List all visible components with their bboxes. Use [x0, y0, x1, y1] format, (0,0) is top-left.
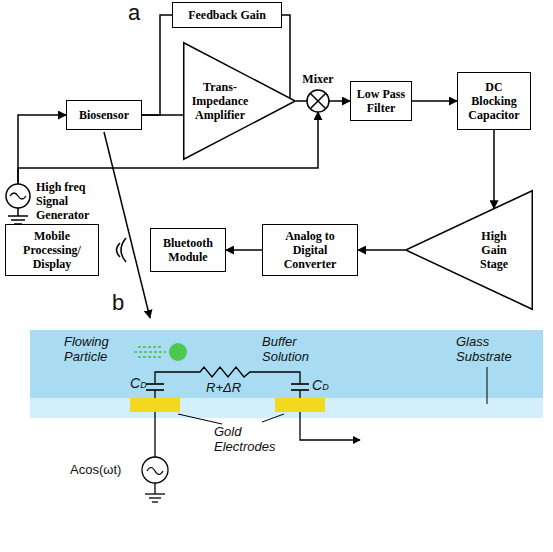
ground-symbol — [11, 219, 25, 221]
ground-symbol — [149, 497, 161, 498]
process-box: Bluetooth Module — [150, 228, 226, 272]
node-text: Biosensor — [71, 108, 137, 122]
particle — [169, 343, 187, 361]
part-label: Glass Substrate — [456, 334, 520, 364]
process-box: Low Pass Filter — [350, 81, 412, 121]
component-label: CD — [312, 378, 329, 395]
leader-line — [104, 132, 150, 318]
node-text: High Gain Stage — [471, 229, 517, 271]
part-label: Buffer Solution — [262, 334, 322, 364]
connector — [226, 249, 262, 251]
gold-electrode — [130, 398, 180, 412]
connector — [18, 115, 66, 184]
part-label: Gold Electrodes — [214, 424, 286, 454]
node-text: Trans-Impedance Amplifier — [187, 80, 253, 122]
mixer-cross — [310, 93, 326, 109]
connector — [142, 15, 172, 115]
amplifier-triangle: High Gain Stage — [405, 190, 533, 310]
node-text: Low Pass Filter — [356, 87, 406, 115]
node-text: Mixer — [300, 72, 336, 86]
ac-source — [142, 457, 168, 483]
connector — [412, 100, 457, 102]
wireless-symbol — [121, 238, 126, 262]
connector — [329, 100, 350, 102]
process-box: Analog to Digital Converter — [262, 224, 358, 276]
connector — [296, 100, 307, 102]
ground-symbol — [145, 493, 165, 494]
sine-symbol — [10, 193, 26, 199]
connector — [282, 15, 290, 98]
motion-line — [138, 346, 163, 348]
process-box: Mobile Processing/ Display — [5, 224, 99, 276]
capacitor-symbol — [291, 383, 309, 385]
connector — [358, 249, 405, 251]
process-box: DC Blocking Capacitor — [457, 72, 531, 130]
motion-line — [138, 356, 163, 358]
leader-line — [487, 367, 488, 404]
wire — [154, 390, 155, 398]
component-label: CD — [130, 376, 147, 393]
triangle-outline — [184, 43, 296, 160]
amplifier-triangle: Trans-Impedance Amplifier — [183, 42, 296, 160]
node-text: DC Blocking Capacitor — [465, 80, 523, 122]
ac-source — [147, 468, 163, 475]
connector — [493, 130, 495, 208]
buffer-layer — [30, 330, 543, 398]
mixer-cross — [310, 93, 326, 109]
sensor-box: Biosensor — [66, 100, 142, 130]
wireless-symbol — [117, 243, 121, 257]
ground-symbol — [17, 208, 19, 216]
triangle-outline — [406, 191, 533, 310]
amplifier-triangle-outline — [405, 190, 533, 310]
panel-label: b — [112, 290, 124, 316]
wire — [154, 483, 155, 494]
motion-line — [134, 351, 166, 353]
process-box: Feedback Gain — [172, 2, 282, 28]
glass-substrate — [30, 398, 543, 418]
wire — [299, 390, 300, 398]
node-text: Feedback Gain — [178, 8, 276, 22]
part-label: Flowing Particle — [64, 334, 126, 364]
node-text: High freq Signal Generator — [36, 180, 102, 222]
signal-source: High freq Signal Generator — [2, 180, 102, 230]
ground-symbol — [8, 215, 28, 217]
node-text: Mobile Processing/ Display — [12, 229, 92, 271]
node-text: Bluetooth Module — [156, 236, 220, 264]
source-circle — [6, 184, 30, 208]
connector — [18, 112, 318, 184]
leader-line — [262, 414, 284, 422]
capacitor-symbol — [146, 383, 164, 385]
leader-line — [178, 414, 222, 424]
component-label: R+ΔR — [206, 380, 241, 395]
ground-symbol — [152, 501, 158, 502]
wire — [154, 412, 155, 457]
mixer-circle — [307, 90, 329, 112]
gold-electrode — [275, 398, 325, 412]
output-wire — [300, 412, 360, 440]
node-text: Analog to Digital Converter — [270, 229, 350, 271]
signal-name: Acos(ωt) — [70, 462, 121, 477]
panel-label: a — [128, 0, 140, 26]
mixer-symbol: Mixer — [300, 74, 336, 114]
